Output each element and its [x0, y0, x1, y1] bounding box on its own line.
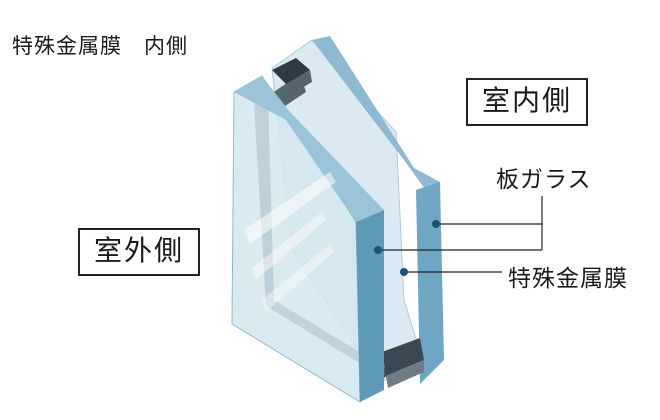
outer-pane	[231, 75, 384, 403]
indoor-side-label: 室内側	[466, 78, 589, 126]
callout-lines	[374, 196, 543, 276]
spacer-top	[272, 58, 312, 96]
diagram-caption: 特殊金属膜 内側	[12, 34, 188, 58]
sheet-glass-label: 板ガラス	[496, 167, 592, 193]
spacer-bottom	[382, 338, 424, 388]
metal-film-label: 特殊金属膜	[508, 266, 628, 292]
outdoor-side-label: 室外側	[78, 228, 201, 276]
